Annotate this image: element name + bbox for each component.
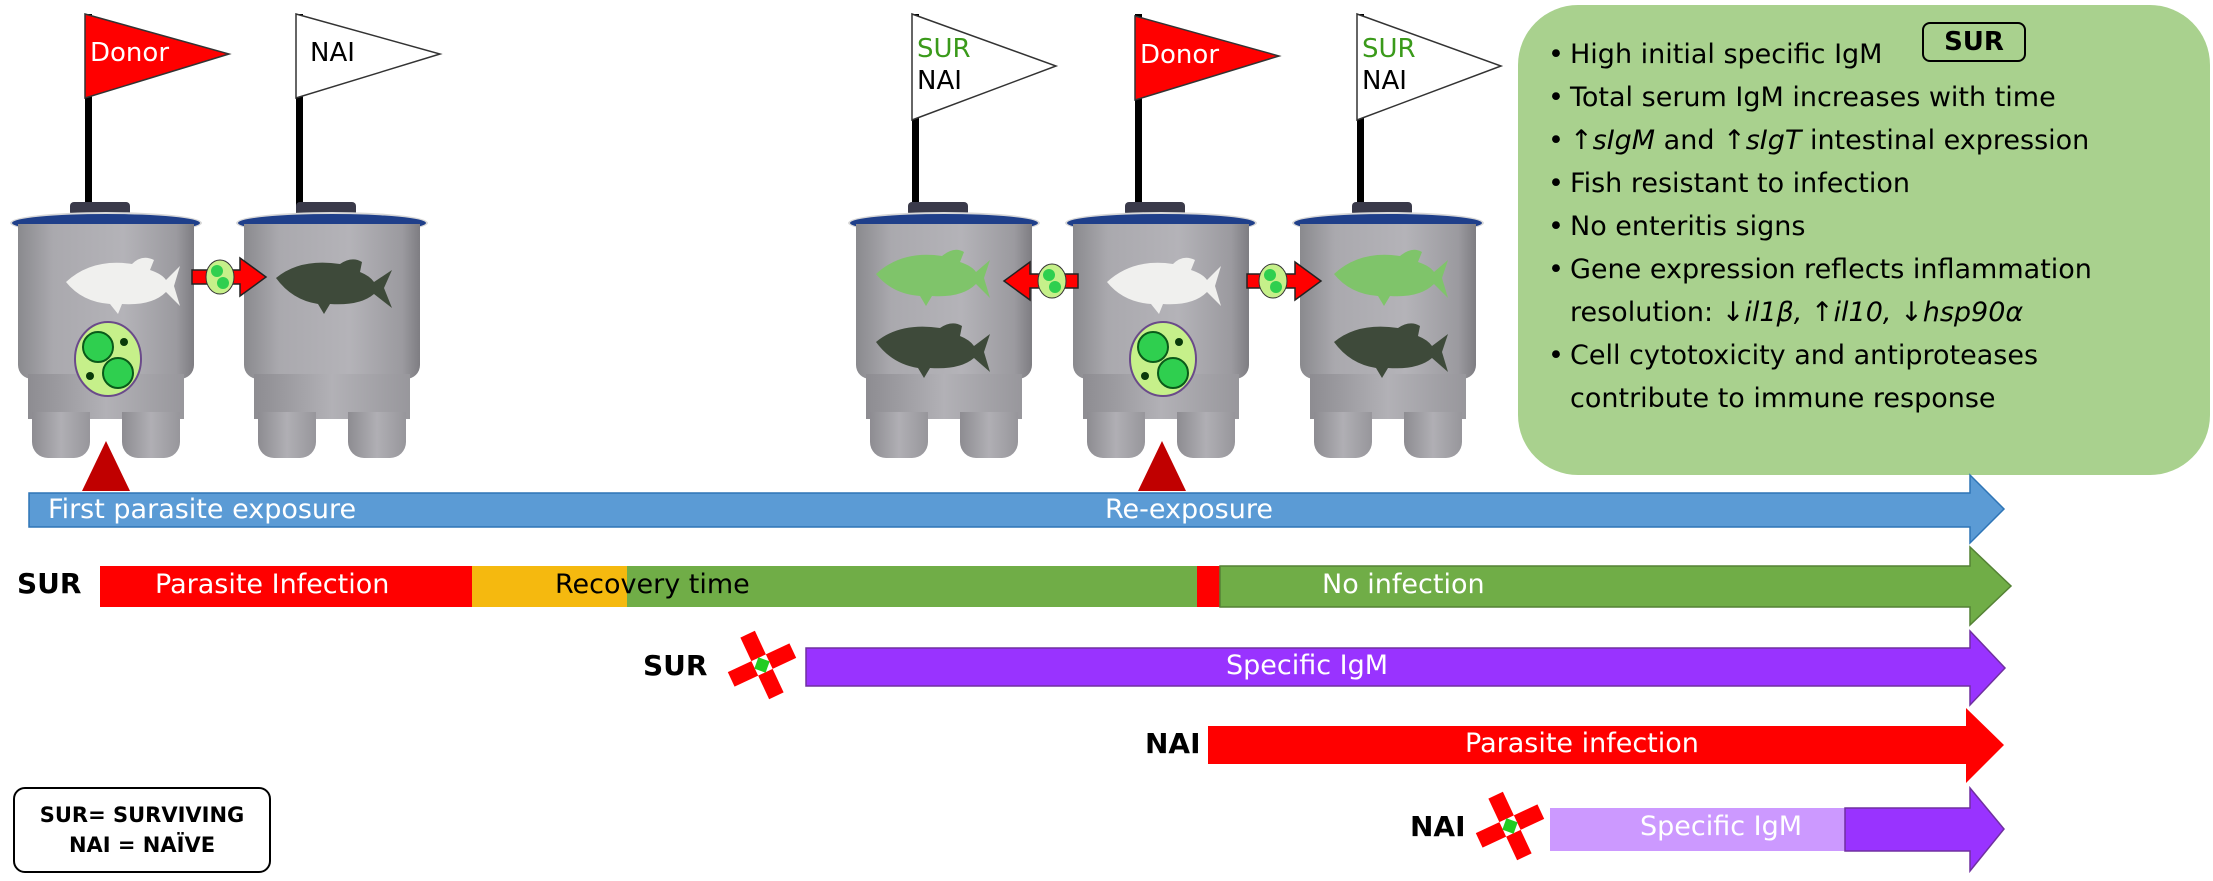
bullet-icon: •: [1548, 168, 1564, 199]
sur-summary-list: •High initial specific IgM•Total serum I…: [1548, 33, 2092, 420]
flag-nai: [295, 13, 443, 100]
tank-sur-nai-right: [1292, 202, 1484, 462]
sur-status-arrow: [100, 545, 2013, 627]
segment-parasite-infection: [100, 566, 472, 607]
transfer-arrow-right-icon: [191, 256, 268, 298]
flag-label-sur: SUR: [1362, 34, 1416, 64]
bullet-icon: •: [1548, 254, 1564, 285]
flag-label-sur: SUR: [917, 34, 971, 64]
recovery-time-label: Recovery time: [555, 569, 750, 600]
sur-igm-arrow: [805, 629, 2007, 707]
re-exposure-marker-triangle: [1138, 441, 1186, 491]
bullet-icon: •: [1548, 82, 1564, 113]
summary-item: •↑sIgM and ↑sIgT intestinal expression: [1548, 119, 2092, 162]
white-fish-icon: [1107, 257, 1221, 314]
summary-item: •Fish resistant to infection: [1548, 162, 2092, 205]
row-label-sur-igm: SUR: [643, 649, 708, 682]
summary-item: •High initial specific IgM: [1548, 33, 2092, 76]
dark-fish-icon: [276, 259, 392, 314]
transfer-arrow-right-icon: [1246, 260, 1323, 302]
white-fish-icon: [66, 257, 180, 314]
transfer-arrow-left-icon: [1002, 260, 1079, 302]
flag-sur-nai: [911, 12, 1059, 122]
nai-infection-label: Parasite infection: [1465, 728, 1699, 759]
antibody-icon: [1475, 791, 1545, 861]
summary-item: •Total serum IgM increases with time: [1548, 76, 2092, 119]
segment-recovery-green: [627, 566, 1197, 607]
tank-nai-1: [236, 202, 428, 462]
parasite-cyst-icon: [74, 321, 142, 397]
sur-badge: SUR: [1922, 22, 2026, 62]
dark-fish-icon: [1334, 323, 1448, 378]
flag-pole: [85, 14, 92, 214]
first-exposure-label: First parasite exposure: [48, 494, 357, 525]
summary-item: •No enteritis signs: [1548, 205, 2092, 248]
nai-igm-light-segment: [1550, 808, 1845, 851]
flag-label: Donor: [90, 38, 170, 68]
row-label-nai: NAI: [1145, 727, 1201, 760]
bullet-icon: •: [1548, 39, 1564, 70]
segment-reexposure-red: [1197, 566, 1220, 607]
tank-sur-nai-left: [848, 202, 1040, 462]
tank-donor-1: [10, 202, 202, 462]
abbreviation-legend: SUR= SURVIVING NAI = NAÏVE: [13, 787, 271, 873]
antibody-icon: [727, 630, 797, 700]
flag-label-nai: NAI: [1362, 66, 1407, 96]
nai-infection-arrow: [1208, 708, 2004, 783]
summary-item: •Gene expression reflects inflammation: [1548, 248, 2092, 291]
parasite-infection-label: Parasite Infection: [155, 569, 390, 600]
row-label-sur: SUR: [17, 567, 82, 600]
flag-label: Donor: [1140, 40, 1220, 70]
legend-line-nai: NAI = NAÏVE: [68, 833, 216, 857]
summary-item: resolution: ↓il1β, ↑il10, ↓hsp90α: [1570, 297, 2024, 328]
parasite-cyst-icon: [1129, 321, 1197, 397]
legend-line-sur: SUR= SURVIVING: [39, 803, 245, 827]
green-fish-icon: [1334, 249, 1448, 306]
nai-igm-arrow: [1844, 785, 2005, 874]
nai-igm-label: Specific IgM: [1640, 811, 1803, 842]
sur-summary-box: •High initial specific IgM•Total serum I…: [1518, 5, 2210, 475]
flag-donor: [1134, 15, 1282, 102]
flag-sur-nai: [1356, 12, 1504, 122]
dark-fish-icon: [876, 323, 990, 378]
flag-label-nai: NAI: [917, 66, 962, 96]
row-label-nai-igm: NAI: [1410, 810, 1466, 843]
summary-item: •Cell cytotoxicity and antiproteases: [1548, 334, 2092, 377]
flag-pole: [1135, 14, 1142, 214]
bullet-icon: •: [1548, 211, 1564, 242]
exposure-arrow: [28, 473, 2006, 545]
exposure-marker-triangle: [82, 441, 130, 491]
segment-recovery-orange: [472, 566, 627, 607]
no-infection-label: No infection: [1322, 569, 1485, 600]
segment-no-infection: [1219, 545, 2013, 627]
green-fish-icon: [876, 249, 990, 306]
sur-igm-label: Specific IgM: [1226, 650, 1389, 681]
summary-item: contribute to immune response: [1570, 383, 1996, 414]
tank-donor-2: [1065, 202, 1257, 462]
re-exposure-label: Re-exposure: [1105, 494, 1273, 525]
flag-pole: [296, 14, 303, 214]
bullet-icon: •: [1548, 340, 1564, 371]
flag-donor: [84, 13, 232, 100]
bullet-icon: •: [1548, 125, 1564, 156]
flag-label: NAI: [310, 38, 355, 68]
